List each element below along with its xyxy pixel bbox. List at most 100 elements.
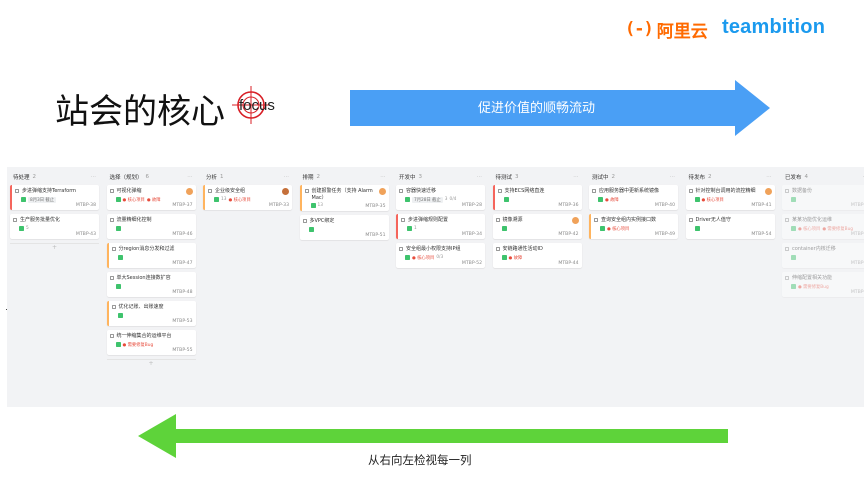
column-more-icon[interactable]: ··· [863,174,864,180]
task-meta [115,225,192,231]
flow-arrow-label: 促进价值的顺畅流动 [478,101,596,116]
task-checkbox[interactable] [111,247,116,251]
column-more-icon[interactable]: ··· [90,174,96,180]
task-checkbox[interactable] [111,305,116,309]
task-checkbox[interactable] [688,218,693,222]
task-checkbox[interactable] [109,334,114,338]
column-header[interactable]: 选择（规划）6··· [107,172,196,182]
task-checkbox[interactable] [688,189,693,193]
task-checkbox[interactable] [13,218,17,222]
task-title: 镜像溯源 [502,217,523,223]
column-more-icon[interactable]: ··· [283,174,289,180]
column-more-icon[interactable]: ··· [573,174,579,180]
task-checkbox[interactable] [497,189,502,193]
column-more-icon[interactable]: ··· [476,174,482,180]
task-checkbox[interactable] [15,189,19,193]
task-title: 伸缩配置相关功能 [792,275,833,281]
task-id: MTBP-52 [461,261,482,266]
task-checkbox[interactable] [785,247,789,251]
task-checkbox[interactable] [785,218,789,222]
task-id: MTBP-35 [365,204,386,209]
avatar[interactable] [571,217,579,224]
task-checkbox[interactable] [401,218,405,222]
task-checkbox[interactable] [302,219,307,223]
column-more-icon[interactable]: ··· [380,174,386,180]
task-id: MTBP-0 [850,203,864,208]
task-meta [117,254,192,260]
task-checkbox[interactable] [785,276,789,280]
add-task-button[interactable]: + [10,243,99,252]
avatar[interactable] [185,188,193,195]
status-square-icon [115,342,121,347]
task-id: MTBP-48 [172,290,193,295]
task-meta: ● 核心项目 [600,226,674,232]
task-meta: ● 核心项目 [694,197,771,203]
task-checkbox[interactable] [109,218,114,222]
task-checkbox[interactable] [785,189,789,193]
task-checkbox[interactable] [399,247,403,251]
column-more-icon[interactable]: ··· [669,174,675,180]
status-square-icon [503,196,509,202]
task-checkbox[interactable] [592,189,596,193]
status-square-icon [501,225,507,231]
task-checkbox[interactable] [208,189,212,193]
task-checkbox[interactable] [304,189,309,193]
status-square-icon [694,197,700,202]
task-checkbox[interactable] [109,276,114,280]
task-checkbox[interactable] [594,218,598,222]
task-checkbox[interactable] [495,247,500,251]
task-checkbox[interactable] [399,189,403,193]
status-square-icon [405,255,410,260]
avatar[interactable] [764,188,772,195]
column-count: 2 [32,174,37,180]
task-checkbox[interactable] [109,189,114,193]
task-meta-item: ● 故障 [508,255,523,261]
task-title: 步进弹缩规则配置 [408,217,449,223]
column-more-icon[interactable]: ··· [187,174,193,180]
column-more-icon[interactable]: ··· [766,174,772,180]
status-square-icon [791,196,796,202]
avatar[interactable] [378,188,386,195]
add-task-button[interactable]: + [106,359,196,368]
task-checkbox[interactable] [495,218,500,222]
status-square-icon [407,225,412,231]
task-meta-item: 0/4 [449,197,457,202]
task-meta: ● 需要修复Bug [791,284,864,290]
avatar[interactable] [282,188,289,195]
